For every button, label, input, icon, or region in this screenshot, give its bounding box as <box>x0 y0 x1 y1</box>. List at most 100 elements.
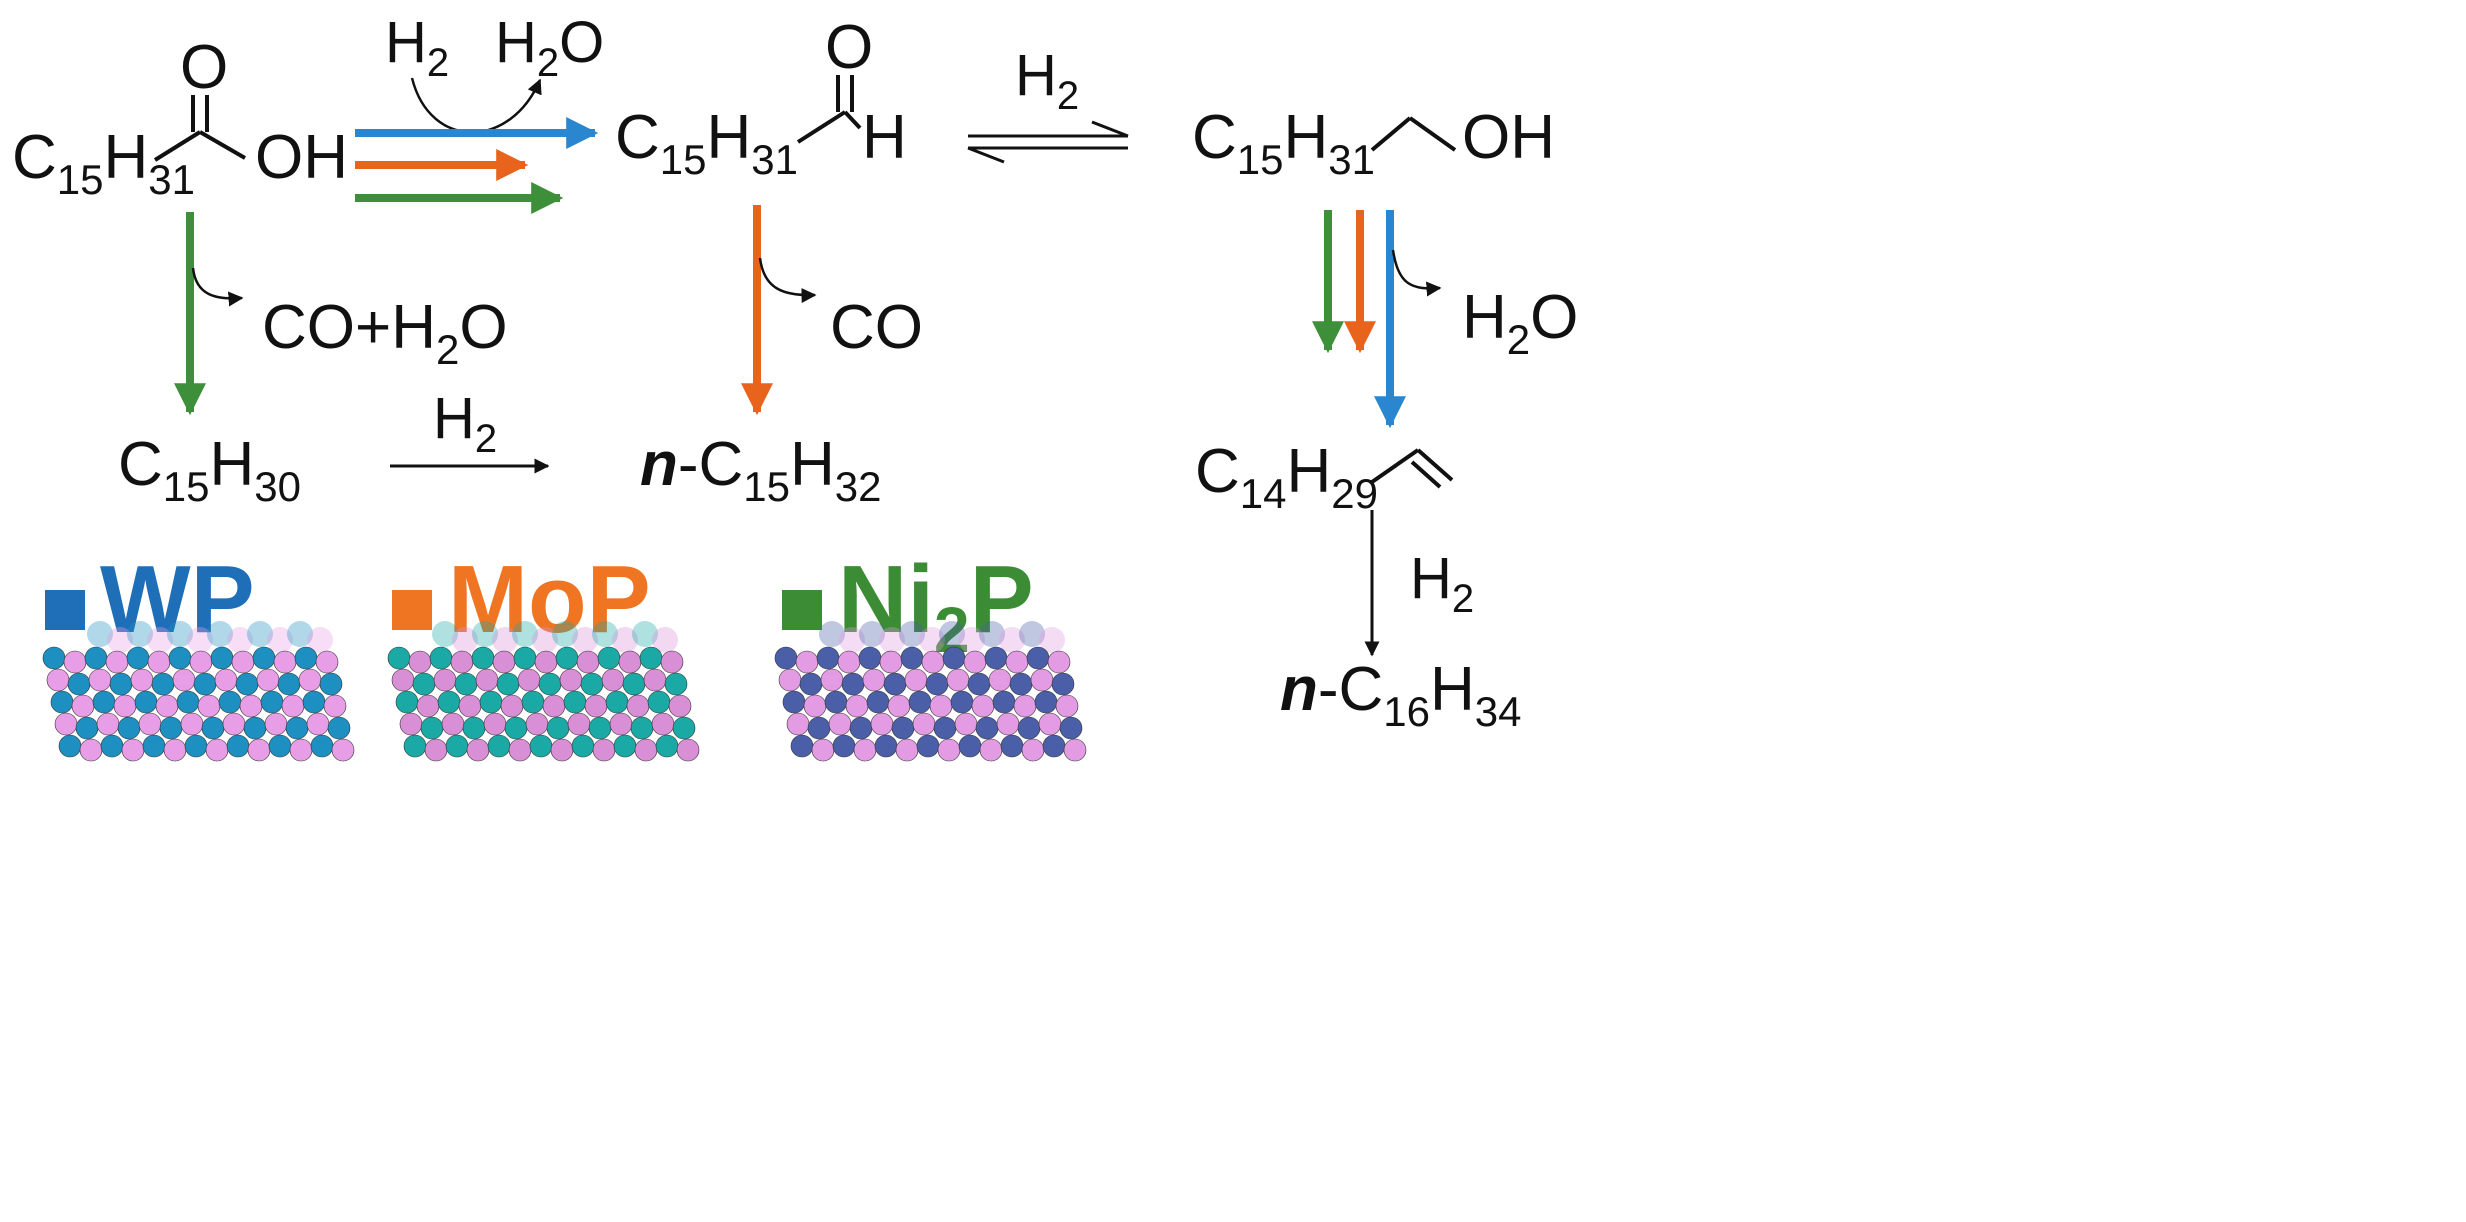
svg-text:H2: H2 <box>433 386 497 461</box>
acid-c: C <box>12 123 57 192</box>
catalyst-ni2p: Ni2P <box>774 546 1087 762</box>
crystal-atom <box>273 650 297 674</box>
equilibrium-backward-half-head <box>967 146 1005 164</box>
crystal-atom <box>298 668 322 692</box>
crystal-atom <box>1009 672 1033 696</box>
alkene15-h: H <box>210 430 255 499</box>
crystal-atom-faint <box>592 621 618 647</box>
crystal-atom <box>862 668 886 692</box>
co-h2o-o: O <box>459 293 507 362</box>
crystal-atom <box>618 650 642 674</box>
crystal-atom-faint <box>959 627 985 653</box>
alkene16-c: C <box>1195 437 1240 506</box>
crystal-atom <box>256 668 280 692</box>
alcohol-dehydration: H2O <box>1312 210 1578 429</box>
final-hydrogenation: H2 <box>1364 510 1474 657</box>
crystal-atom <box>210 646 234 670</box>
crystal-atom <box>184 734 208 758</box>
crystal-atom-faint <box>307 627 333 653</box>
crystal-atom <box>441 712 465 736</box>
crystal-atom <box>1042 734 1066 758</box>
pentadecene: C15H30 <box>118 430 301 510</box>
crystal-atom <box>921 650 945 674</box>
crystal-atom <box>50 690 74 714</box>
h2-top-left-sub: 2 <box>427 41 449 85</box>
crystal-atom <box>841 672 865 696</box>
equilibrium-forward-half-head <box>1091 120 1129 138</box>
crystal-atom-faint <box>652 627 678 653</box>
crystal-atom <box>42 646 66 670</box>
crystal-atom <box>660 650 684 674</box>
alkene15-c: C <box>118 430 163 499</box>
crystal-atom <box>239 694 263 718</box>
crystal-atom <box>496 672 520 696</box>
aldehyde-bond-2 <box>843 110 862 130</box>
crystal-atom <box>1030 668 1054 692</box>
crystal-atom <box>79 738 103 762</box>
crystal-atom <box>231 650 255 674</box>
crystal-atom <box>1063 738 1087 762</box>
crystal-atom <box>176 690 200 714</box>
crystal-atom <box>260 690 284 714</box>
crystal-atom-faint <box>819 621 845 647</box>
crystal-atom <box>466 738 490 762</box>
crystal-atom <box>971 694 995 718</box>
alcohol-bond-2 <box>1408 116 1457 152</box>
crystal-atom <box>96 712 120 736</box>
aldehyde-decarbonylation: CO <box>741 205 923 416</box>
hexadecanol: C15H31 OH <box>1192 103 1555 183</box>
co-label: CO <box>830 293 923 362</box>
crystal-atom <box>517 668 541 692</box>
crystal-atom <box>1059 716 1083 740</box>
crystal-atom-faint <box>1019 621 1045 647</box>
crystal-atom <box>521 690 545 714</box>
crystal-atom <box>445 734 469 758</box>
crystal-atom <box>399 712 423 736</box>
crystal-atom <box>264 712 288 736</box>
crystal-atom <box>126 646 150 670</box>
crystal-atom <box>1013 694 1037 718</box>
crystal-atom <box>151 672 175 696</box>
crystal-atom <box>849 716 873 740</box>
crystal-atom <box>1047 650 1071 674</box>
crystal-atom <box>900 646 924 670</box>
svg-text:H2O: H2O <box>1462 283 1578 363</box>
alcohol-bond-1 <box>1370 116 1412 152</box>
crystal-atom <box>281 694 305 718</box>
h2-right-bottom: H <box>1410 546 1452 611</box>
crystal-atom-faint <box>532 627 558 653</box>
crystal-atom <box>580 672 604 696</box>
crystal-atom-faint <box>612 627 638 653</box>
crystal-atom <box>647 690 671 714</box>
crystal-atom-faint <box>572 627 598 653</box>
crystal-atom <box>395 690 419 714</box>
crystal-atom <box>525 712 549 736</box>
crystal-atom <box>824 690 848 714</box>
crystal-atom <box>803 694 827 718</box>
crystal-atom <box>1034 690 1058 714</box>
alkane15-c-sub: 15 <box>743 463 790 510</box>
crystal-atom <box>302 690 326 714</box>
crystal-atom <box>879 650 903 674</box>
h2-right-bottom-sub: 2 <box>1452 577 1474 621</box>
alkane16-h-sub: 34 <box>1475 688 1522 735</box>
crystal-atom-faint <box>207 621 233 647</box>
acid-c-sub: 15 <box>57 156 104 203</box>
crystal-atom-faint <box>147 627 173 653</box>
svg-text:CO+H2O: CO+H2O <box>262 293 508 373</box>
crystal-atom-faint <box>919 627 945 653</box>
crystal-atom <box>529 734 553 758</box>
crystal-atom <box>117 716 141 740</box>
aldehyde-c-sub: 15 <box>660 136 707 183</box>
crystal-atom <box>946 668 970 692</box>
alkene15-c-sub: 15 <box>163 463 210 510</box>
alkane15-h: H <box>790 430 835 499</box>
crystal-atom <box>542 694 566 718</box>
h2o-top-o: O <box>559 10 604 75</box>
crystal-atom <box>105 650 129 674</box>
crystal-atom <box>546 716 570 740</box>
crystal-atom <box>643 668 667 692</box>
h2-bottom: H <box>433 386 475 451</box>
h2-equilibrium: H <box>1015 43 1057 108</box>
palmitic-acid: C15H31 O OH <box>12 33 348 203</box>
